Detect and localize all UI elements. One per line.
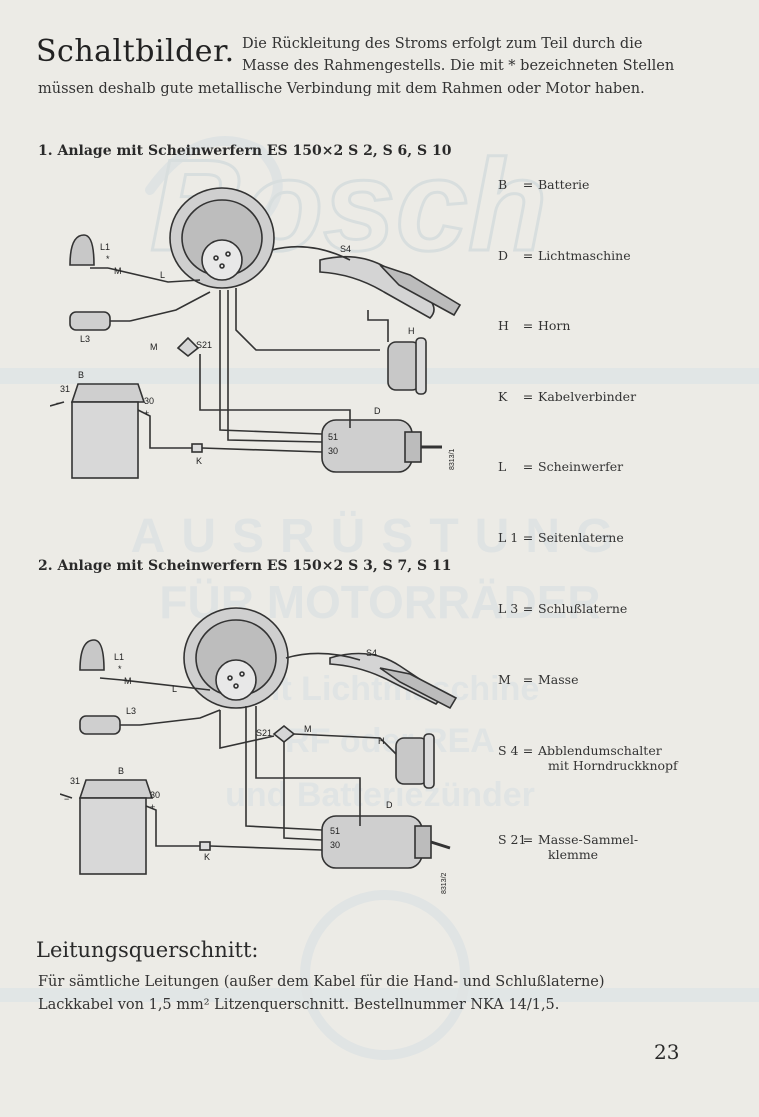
- label-M-2: M: [150, 342, 158, 352]
- label-D: D: [374, 406, 381, 416]
- side-lamp-L1: [69, 234, 95, 266]
- label-plus: +: [150, 802, 155, 812]
- label-star-1: *: [118, 664, 122, 674]
- label-D: D: [386, 800, 393, 810]
- label-plus: +: [144, 408, 149, 418]
- label-star-1: *: [106, 254, 110, 264]
- cable-section-title: Leitungsquerschnitt:: [36, 938, 259, 962]
- wiring-diagram-1: L1 * M L L3 M S21 S4 H B 31 30 + − D 51 …: [50, 187, 462, 479]
- label-M: M: [124, 676, 132, 686]
- legend-item: H=Horn: [498, 318, 571, 333]
- label-B: B: [118, 766, 124, 776]
- label-minus: −: [56, 398, 61, 408]
- dimmer-switch-S4: [319, 255, 435, 319]
- battery-B: [70, 383, 146, 403]
- legend-item: B=Batterie: [498, 177, 590, 192]
- legend-item: S 21=Masse-Sammel- klemme: [498, 832, 639, 862]
- legend-item: M=Masse: [498, 672, 579, 687]
- label-S4: S4: [366, 648, 377, 658]
- section-2-title: 2. Anlage mit Scheinwerfern ES 150×2 S 3…: [38, 558, 452, 574]
- label-K: K: [196, 456, 202, 466]
- wiring-diagram-2: L1 * M L L3 S21 M S4 H B 31 30 + − D 51 …: [60, 607, 458, 894]
- label-minus: −: [64, 794, 69, 804]
- cable-connector-K: [191, 443, 203, 453]
- label-51: 51: [330, 826, 340, 836]
- cable-connector-K: [199, 841, 211, 851]
- label-M: M: [114, 266, 122, 276]
- label-L1: L1: [114, 652, 124, 662]
- label-K: K: [204, 852, 210, 862]
- legend-item: K=Kabelverbinder: [498, 389, 637, 404]
- label-H: H: [378, 736, 385, 746]
- label-M-2: M: [304, 724, 312, 734]
- label-30: 30: [144, 396, 154, 406]
- label-31: 31: [60, 384, 70, 394]
- intro-line-2: Masse des Rahmengestells. Die mit * beze…: [242, 58, 675, 74]
- tail-lamp-L3: [79, 715, 121, 735]
- intro-line-1: Die Rückleitung des Stroms erfolgt zum T…: [242, 36, 643, 52]
- label-30b: 30: [328, 446, 338, 456]
- figure-code-1: 8313/1: [449, 448, 456, 470]
- label-S21: S21: [196, 340, 212, 350]
- legend-item: L 1=Seitenlaterne: [498, 530, 624, 545]
- tail-lamp-L3: [69, 311, 111, 331]
- ground-terminal-S21: [176, 336, 200, 358]
- label-B: B: [78, 370, 84, 380]
- legend-item: L 3=Schlußlaterne: [498, 601, 628, 616]
- dimmer-switch-S4: [329, 652, 440, 705]
- ground-terminal-S21: [272, 724, 296, 744]
- label-L3: L3: [80, 334, 90, 344]
- intro-line-3: müssen deshalb gute metallische Verbindu…: [38, 81, 645, 97]
- label-S21: S21: [256, 728, 272, 738]
- label-H: H: [408, 326, 415, 336]
- legend-item: S 4=Abblendumschalter mit Horndruckknopf: [498, 743, 678, 773]
- page-heading: Schaltbilder.: [36, 34, 235, 69]
- section-1-title: 1. Anlage mit Scheinwerfern ES 150×2 S 2…: [38, 143, 452, 159]
- page-number: 23: [654, 1040, 680, 1064]
- legend-item: D=Lichtmaschine: [498, 248, 631, 263]
- label-31: 31: [70, 776, 80, 786]
- label-L1: L1: [100, 242, 110, 252]
- label-S4: S4: [340, 244, 351, 254]
- legend-item: L=Scheinwerfer: [498, 459, 624, 474]
- label-30: 30: [150, 790, 160, 800]
- cable-section-line-1: Für sämtliche Leitungen (außer dem Kabel…: [38, 974, 605, 990]
- label-L: L: [172, 684, 177, 694]
- side-lamp-L1: [79, 639, 105, 671]
- figure-code-2: 8313/2: [441, 872, 448, 894]
- label-51: 51: [328, 432, 338, 442]
- label-L3: L3: [126, 706, 136, 716]
- label-30b: 30: [330, 840, 340, 850]
- label-L: L: [160, 270, 165, 280]
- cable-section-line-2: Lackkabel von 1,5 mm² Litzenquerschnitt.…: [38, 997, 560, 1013]
- battery-B: [78, 779, 154, 799]
